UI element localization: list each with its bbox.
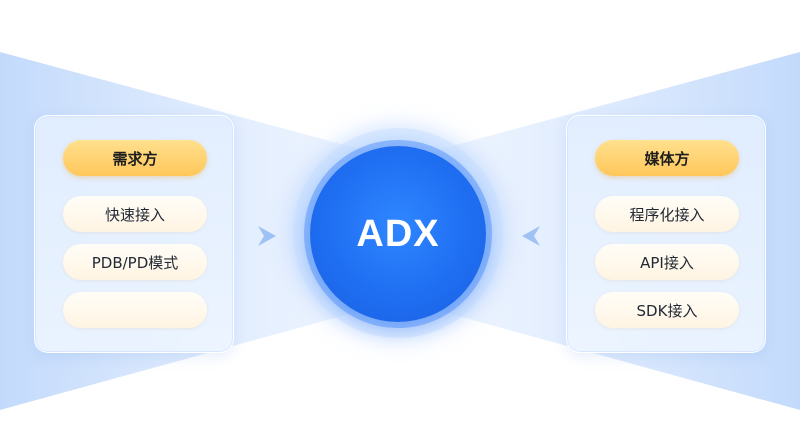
- media-panel: 媒体方 程序化接入 API接入 SDK接入: [566, 115, 766, 353]
- demand-panel: 需求方 快速接入 PDB/PD模式: [34, 115, 234, 353]
- demand-item-pdb-pd-mode: PDB/PD模式: [63, 244, 207, 280]
- media-item-programmatic-access: 程序化接入: [595, 196, 739, 232]
- demand-item-empty: [63, 292, 207, 328]
- adx-label: ADX: [356, 212, 440, 255]
- media-item-sdk-access: SDK接入: [595, 292, 739, 328]
- arrow-right-icon: [258, 226, 276, 246]
- media-item-api-access: API接入: [595, 244, 739, 280]
- adx-hub: ADX: [310, 146, 486, 322]
- demand-item-quick-access: 快速接入: [63, 196, 207, 232]
- arrow-left-icon: [522, 226, 540, 246]
- demand-title: 需求方: [63, 140, 207, 176]
- media-title: 媒体方: [595, 140, 739, 176]
